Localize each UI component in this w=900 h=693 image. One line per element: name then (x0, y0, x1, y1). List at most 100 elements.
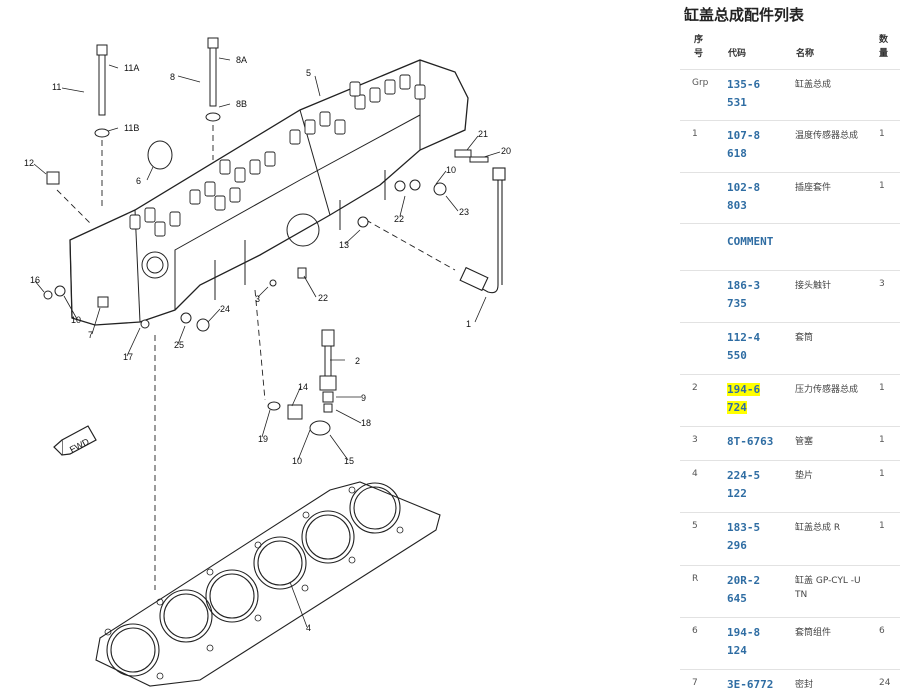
header-code: 代码 (728, 49, 747, 59)
row-seq: Grp (692, 78, 709, 88)
callout-8a: 8A (236, 55, 247, 65)
callout-16: 16 (30, 275, 40, 285)
part-code-link[interactable]: 186-3735 (727, 279, 761, 310)
callout-19: 19 (258, 434, 268, 444)
callout-9: 9 (361, 393, 366, 403)
table-row-highlighted: 2 194-6724 压力传感器总成 1 (680, 375, 900, 427)
callout-8b: 8B (236, 99, 247, 109)
header-qty: 数量 (879, 35, 889, 59)
callout-25: 25 (174, 340, 184, 350)
callout-2: 2 (355, 356, 360, 366)
row-seq: R (692, 574, 699, 584)
part-code-link[interactable]: 224-5122 (727, 469, 761, 500)
table-row: COMMENT (680, 224, 900, 271)
part-code-link[interactable]: 194-6724 (727, 381, 761, 417)
parts-list-title: 缸盖总成配件列表 (684, 6, 805, 24)
callout-7: 7 (88, 330, 93, 340)
part-name: 插座套件 (795, 183, 832, 193)
callout-10-a: 10 (446, 165, 456, 175)
callout-22-b: 22 (318, 293, 328, 303)
part-code-link[interactable]: 135-6531 (727, 78, 761, 109)
parts-table-header: 序号 代码 名称 数量 (680, 27, 900, 70)
part-code-link[interactable]: COMMENT (727, 235, 774, 248)
part-code-link[interactable]: 102-8803 (727, 181, 761, 212)
callout-24: 24 (220, 304, 230, 314)
callout-3: 3 (255, 294, 260, 304)
washer-11b (94, 128, 110, 138)
callout-5: 5 (306, 68, 311, 78)
part-qty: 1 (879, 181, 885, 191)
callout-17: 17 (123, 352, 133, 362)
fitting-21 (454, 149, 472, 158)
header-seq: 序号 (694, 35, 704, 59)
callout-6: 6 (136, 176, 141, 186)
callout-4: 4 (306, 623, 311, 633)
part-qty: 3 (879, 279, 885, 289)
part-name: 温度传感器总成 (795, 131, 859, 141)
callout-12: 12 (24, 158, 34, 168)
row-seq: 7 (692, 678, 698, 688)
row-seq: 4 (692, 469, 698, 479)
parts-list-panel: 缸盖总成配件列表 序号 代码 名称 数量 Grp 135-6531 缸盖总成 1… (680, 0, 900, 693)
callout-21: 21 (478, 129, 488, 139)
callout-15: 15 (344, 456, 354, 466)
callout-11: 11 (52, 82, 61, 92)
callout-11b: 11B (124, 123, 139, 133)
valve-springs (129, 74, 426, 237)
table-row: 5 183-5296 缸盖总成 R 1 (680, 513, 900, 566)
callout-8: 8 (170, 72, 175, 82)
highlighted-code[interactable]: 194-6724 (727, 383, 761, 414)
part-code-link[interactable]: 8T-6763 (727, 435, 774, 448)
plug-12 (46, 171, 60, 185)
table-row: 1 107-8618 温度传感器总成 1 (680, 121, 900, 173)
part-name: 套筒 (795, 333, 814, 343)
table-row: R 20R-2645 缸盖 GP-CYL -UTN (680, 566, 900, 618)
bolt-11a (96, 44, 108, 56)
row-seq: 6 (692, 626, 698, 636)
bolt-8a (207, 37, 219, 49)
part-code-link[interactable]: 112-4550 (727, 331, 761, 362)
diagram-svg: FWD 11 11A 11B 8 8A 8B 5 12 6 (24, 37, 511, 687)
part-qty: 1 (879, 469, 885, 479)
part-name: 密封 (795, 680, 814, 690)
table-row: 186-3735 接头触针 3 (680, 271, 900, 323)
callout-20: 20 (501, 146, 511, 156)
part-code-link[interactable]: 20R-2645 (727, 574, 761, 605)
callout-23: 23 (459, 207, 469, 217)
part-name: 压力传感器总成 (795, 385, 859, 395)
part-code-link[interactable]: 3E-6772 (727, 678, 774, 691)
cylinder-head-outline (69, 59, 469, 326)
part-name: 缸盖总成 R (795, 523, 841, 533)
table-row: 102-8803 插座套件 1 (680, 173, 900, 224)
part-code-link[interactable]: 107-8618 (727, 129, 761, 160)
sleeve-6 (147, 140, 173, 170)
part-name: 缸盖总成 (795, 80, 832, 90)
part-qty: 1 (879, 383, 885, 393)
part-code-link[interactable]: 194-8124 (727, 626, 761, 657)
part-code-link[interactable]: 183-5296 (727, 521, 761, 552)
fwd-arrow: FWD (53, 425, 97, 456)
callout-13: 13 (339, 240, 349, 250)
table-row: 112-4550 套筒 (680, 323, 900, 375)
exploded-parts-diagram: FWD 11 11A 11B 8 8A 8B 5 12 6 (24, 37, 511, 687)
callout-10-c: 10 (292, 456, 302, 466)
part-name: 垫片 (795, 471, 814, 481)
head-gasket (95, 481, 441, 687)
part-name: 套筒组件 (795, 628, 832, 638)
row-seq: 1 (692, 129, 698, 139)
washer-8b (205, 112, 221, 122)
table-row: 4 224-5122 垫片 1 (680, 461, 900, 513)
row-seq: 5 (692, 521, 698, 531)
part-qty: 6 (879, 626, 885, 636)
table-row: Grp 135-6531 缸盖总成 (680, 70, 900, 121)
callout-18: 18 (361, 418, 371, 428)
part-qty: 1 (879, 521, 885, 531)
callout-22-a: 22 (394, 214, 404, 224)
table-row: 7 3E-6772 密封 24 (680, 670, 900, 693)
callout-11a: 11A (124, 63, 139, 73)
row-seq: 3 (692, 435, 698, 445)
table-row: 6 194-8124 套筒组件 6 (680, 618, 900, 670)
part-name: 缸盖 GP-CYL -UTN (795, 576, 861, 600)
part-qty: 1 (879, 129, 885, 139)
part-qty: 24 (879, 678, 891, 688)
